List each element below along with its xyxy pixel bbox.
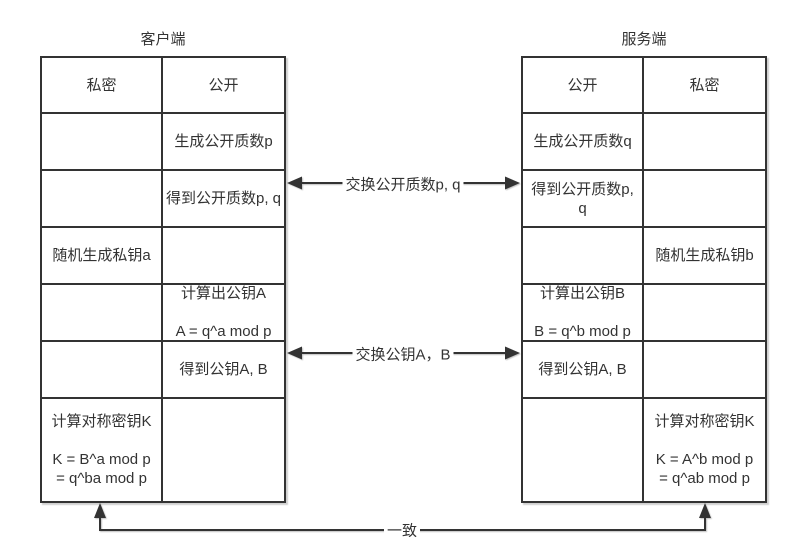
server-r3-private: 随机生成私钥b <box>644 228 765 285</box>
server-header-private: 私密 <box>644 58 765 114</box>
server-r4-private <box>644 285 765 342</box>
client-r2-public: 得到公开质数p, q <box>163 171 284 228</box>
client-title: 客户端 <box>140 31 186 48</box>
client-r1-private <box>42 114 163 171</box>
client-r2-private <box>42 171 163 228</box>
server-r2-public: 得到公开质数p, q <box>523 171 644 228</box>
client-r3-public <box>163 228 284 285</box>
client-header-private: 私密 <box>42 58 163 114</box>
server-r5-private <box>644 342 765 399</box>
keys-match-label: 一致 <box>383 519 421 541</box>
server-header-public: 公开 <box>523 58 644 114</box>
server-r6-private: 计算对称密钥K K = A^b mod p = q^ab mod p <box>654 413 755 487</box>
server-r3-public <box>523 228 644 285</box>
client-r3-private: 随机生成私钥a <box>42 228 163 285</box>
server-r4-public: 计算出公钥B B = q^b mod p <box>523 285 644 342</box>
client-header-public: 公开 <box>163 58 284 114</box>
client-r4-public: 计算出公钥A A = q^a mod p <box>163 285 284 342</box>
client-r6-private: 计算对称密钥K K = B^a mod p = q^ba mod p <box>42 399 163 501</box>
client-table: 私密 公开 生成公开质数p 得到公开质数p, q 随机生成私钥a 计算出公钥A … <box>40 56 286 503</box>
server-r1-public: 生成公开质数q <box>523 114 644 171</box>
server-r1-private <box>644 114 765 171</box>
exchange-primes-label: 交换公开质数p, q <box>342 173 464 195</box>
server-r5-public: 得到公钥A, B <box>523 342 644 399</box>
server-r2-private <box>644 171 765 228</box>
client-r4-private <box>42 285 163 342</box>
server-title: 服务端 <box>621 31 667 48</box>
server-r6-public <box>523 399 644 501</box>
client-r5-private <box>42 342 163 399</box>
client-r6-public <box>163 399 284 501</box>
server-table: 公开 私密 生成公开质数q 得到公开质数p, q 随机生成私钥b 计算出公钥B … <box>521 56 767 503</box>
client-r1-public: 生成公开质数p <box>163 114 284 171</box>
client-r5-public: 得到公钥A, B <box>163 342 284 399</box>
exchange-public-keys-label: 交换公钥A，B <box>352 343 454 365</box>
